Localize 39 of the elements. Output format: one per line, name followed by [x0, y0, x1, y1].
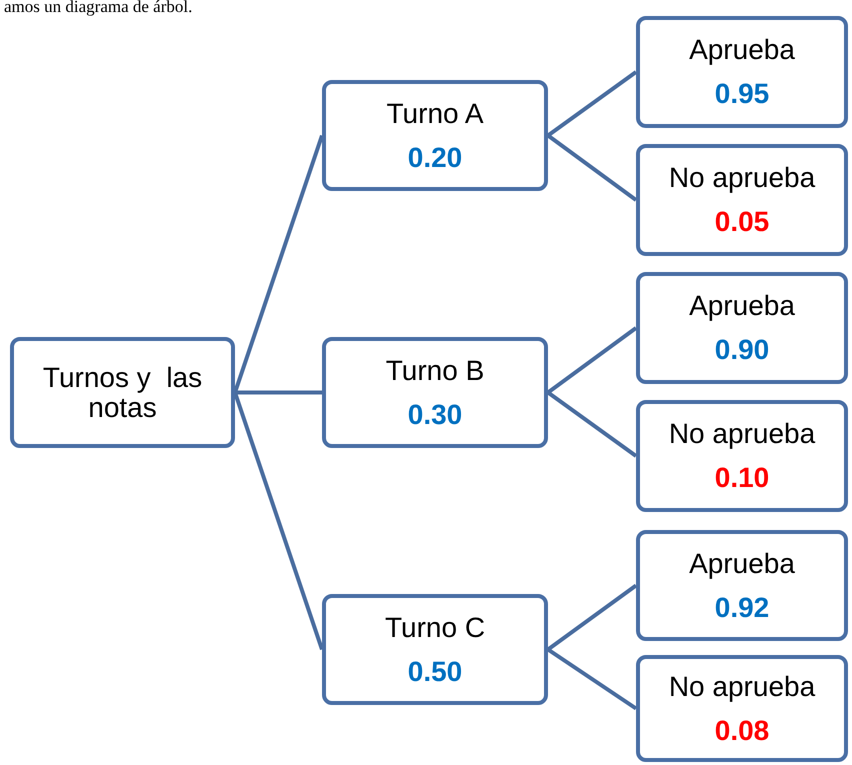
node-label: No aprueba	[668, 419, 816, 449]
outcome-box	[636, 16, 848, 128]
node-label: Turno A	[385, 98, 484, 128]
branch-line	[233, 392, 324, 650]
node-label: No aprueba	[668, 672, 816, 702]
probability-value: 0.90	[714, 335, 770, 365]
branch-line	[546, 70, 638, 138]
branch-line	[546, 326, 638, 394]
node-label: Turno B	[384, 356, 486, 386]
outcome-box	[636, 400, 848, 512]
probability-value: 0.20	[408, 142, 462, 172]
outcome-box	[636, 530, 848, 641]
branch-line	[546, 584, 638, 652]
outcome-box	[636, 144, 848, 256]
node-label: No aprueba	[668, 163, 816, 193]
branch-box	[322, 80, 548, 191]
branch-line	[233, 134, 324, 394]
node-label: Aprueba	[688, 35, 796, 65]
branch-line	[546, 134, 638, 202]
probability-value: 0.05	[714, 207, 770, 237]
branch-box	[322, 594, 548, 705]
branch-line	[546, 390, 638, 458]
probability-value: 0.08	[714, 716, 770, 746]
outcome-box	[636, 272, 848, 384]
probability-value: 0.30	[408, 400, 462, 430]
outcome-box	[636, 655, 848, 762]
probability-value: 0.10	[714, 463, 770, 493]
probability-value: 0.50	[408, 656, 462, 686]
branch-line	[235, 390, 322, 394]
root-box	[10, 337, 235, 448]
node-label: Turnos y las notas	[42, 362, 204, 422]
probability-value: 0.95	[714, 79, 770, 109]
node-label: Aprueba	[688, 291, 796, 321]
branch-box	[322, 337, 548, 448]
probability-value: 0.92	[714, 592, 770, 622]
branch-line	[546, 648, 638, 710]
node-label: Turno C	[384, 612, 486, 642]
node-label: Aprueba	[688, 548, 796, 578]
intro-text: amos un diagrama de árbol.	[4, 0, 192, 16]
